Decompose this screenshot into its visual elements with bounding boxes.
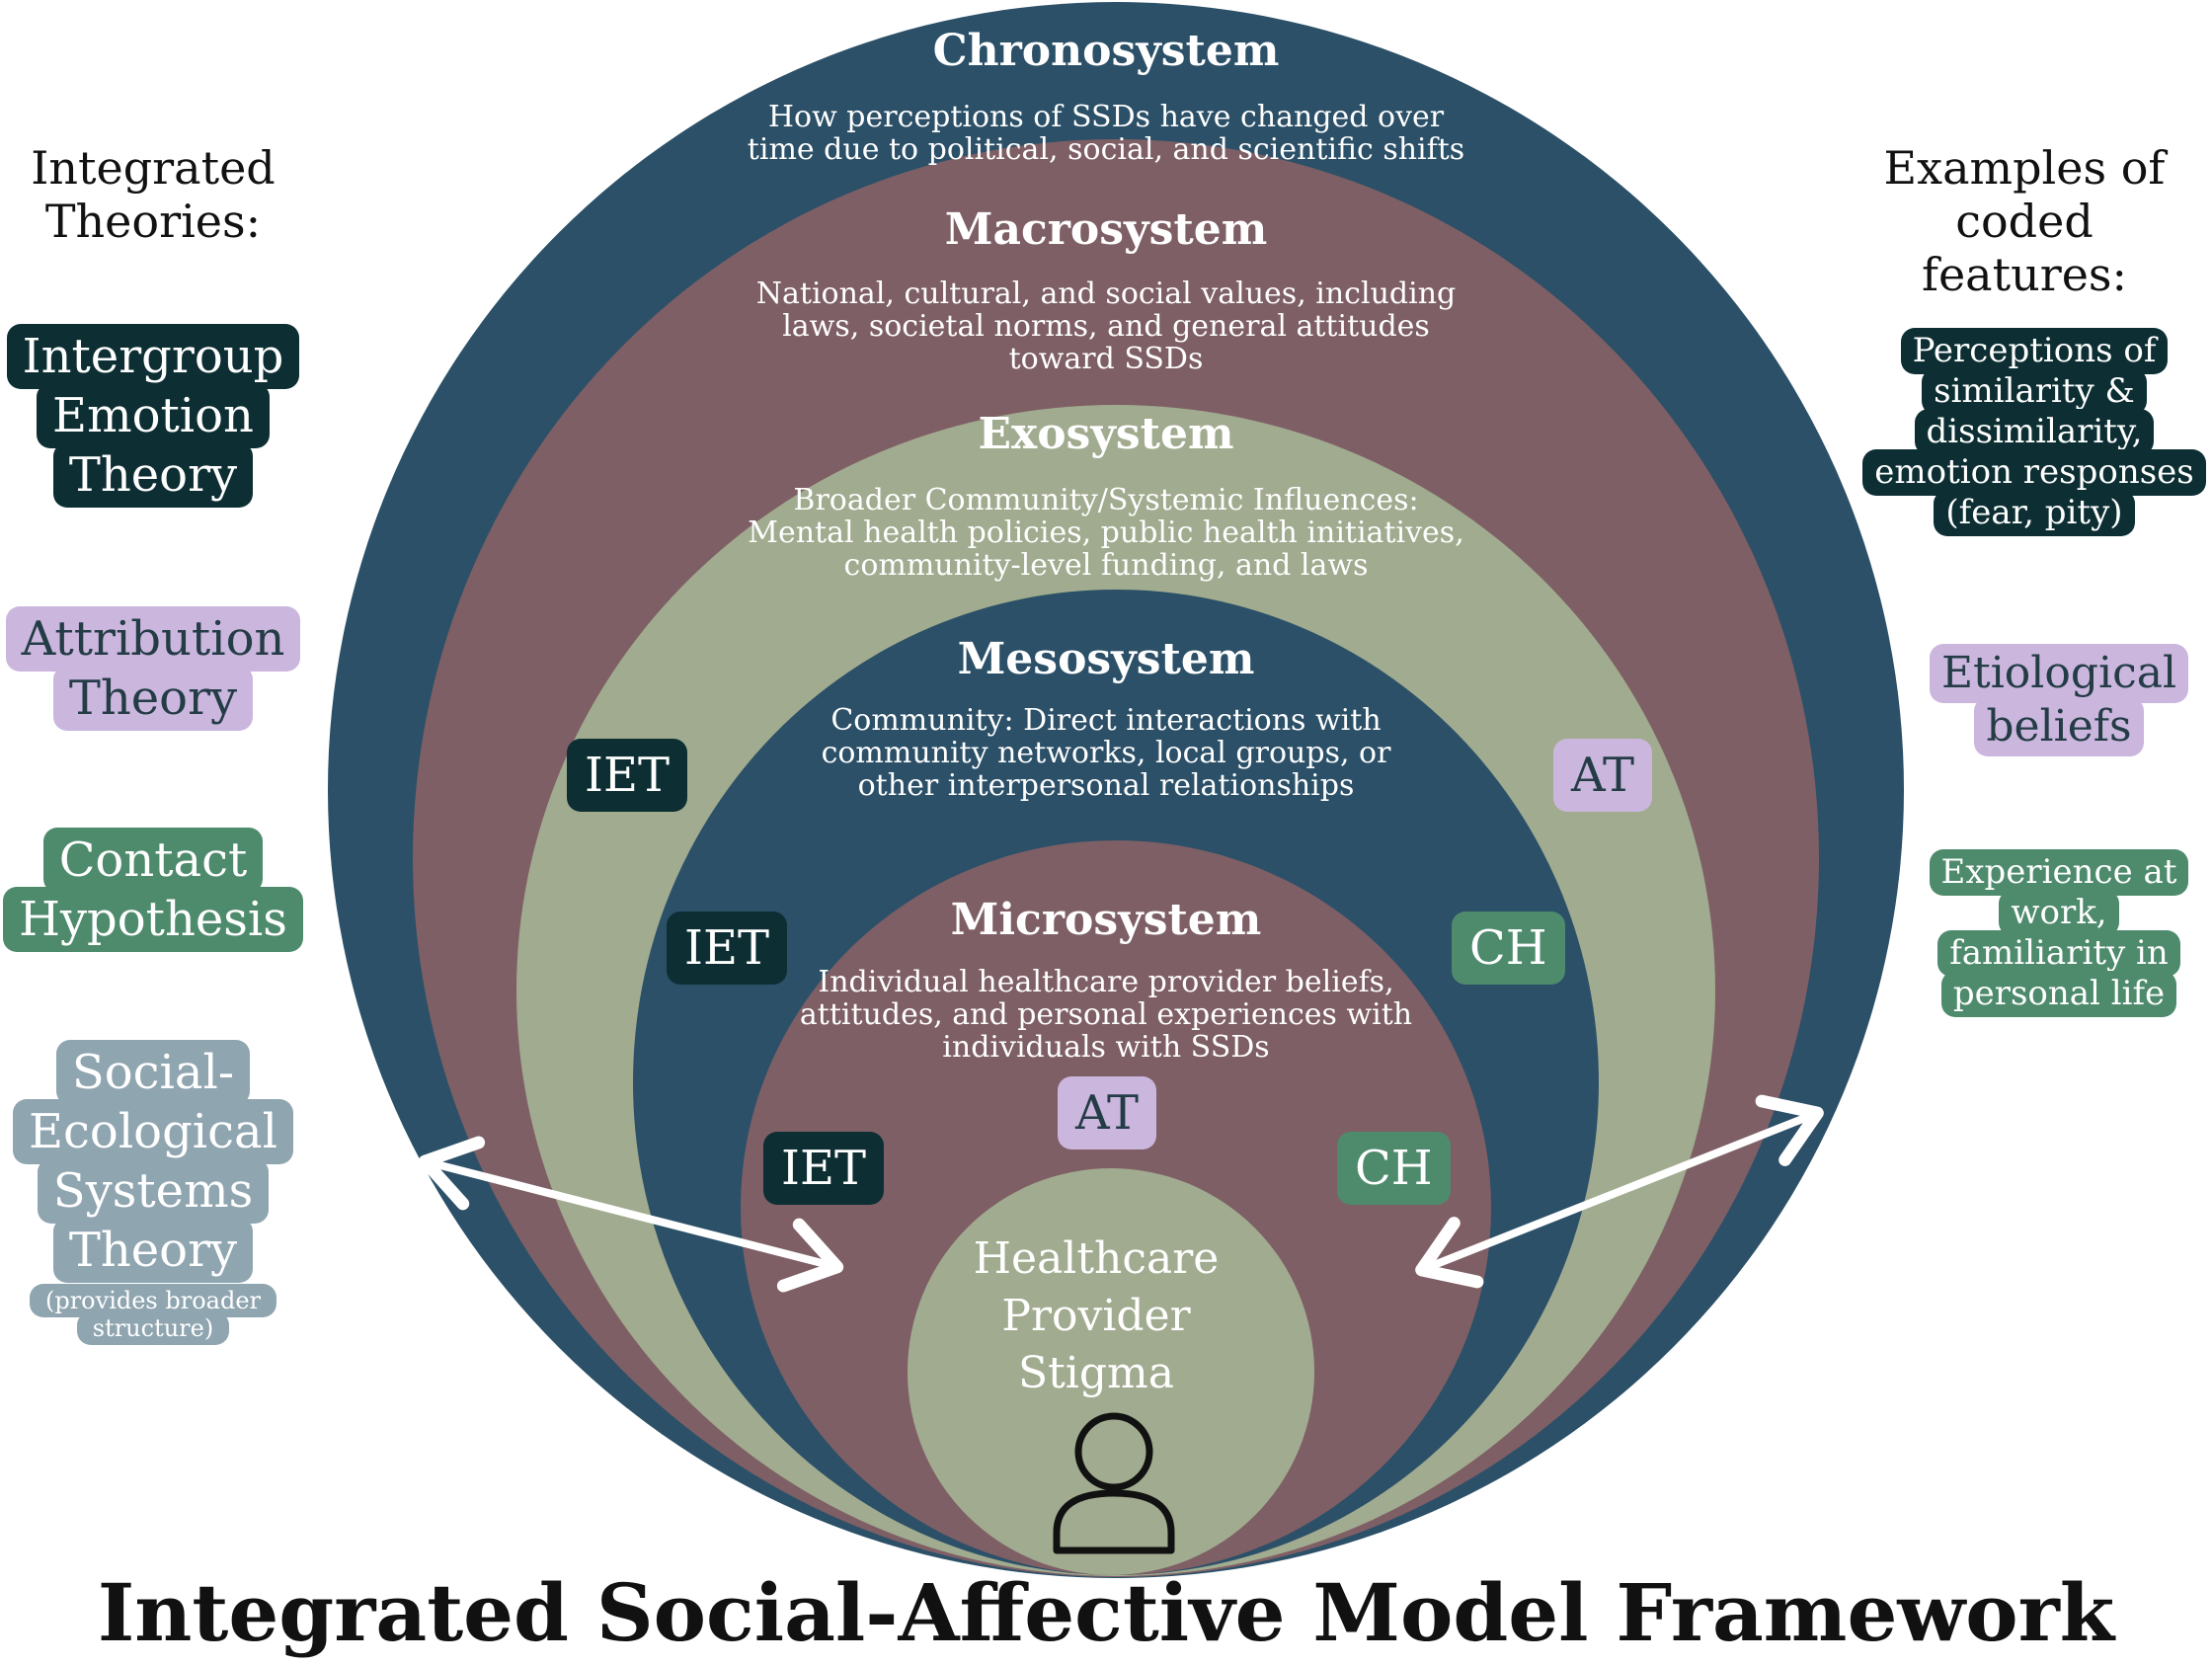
- chronosystem-title: Chronosystem: [932, 26, 1280, 76]
- similarity-emotion-feature-tag: Perceptions of similarity & dissimilarit…: [1856, 328, 2212, 536]
- etiological-beliefs-feature-tag: Etiological beliefs: [1881, 644, 2212, 756]
- mesosystem-description: Community: Direct interactions with comm…: [821, 703, 1391, 803]
- microsystem-title: Microsystem: [950, 895, 1262, 945]
- experience-familiarity-feature-tag: Experience at work, familiarity in perso…: [1881, 849, 2212, 1017]
- macrosystem-description: National, cultural, and social values, i…: [755, 277, 1457, 376]
- chronosystem-description: How perceptions of SSDs have changed ove…: [747, 100, 1465, 167]
- intergroup-emotion-theory-tag: Intergroup Emotion Theory: [0, 324, 306, 508]
- iet-badge-exosystem: IET: [567, 739, 688, 812]
- at-badge-microsystem: AT: [1058, 1076, 1157, 1150]
- mesosystem-title: Mesosystem: [957, 634, 1255, 684]
- iet-badge-mesosystem: IET: [667, 912, 788, 985]
- left-panel-heading: Integrated Theories:: [31, 141, 276, 248]
- ch-badge-microsystem: CH: [1337, 1132, 1451, 1205]
- microsystem-description: Individual healthcare provider beliefs, …: [799, 965, 1413, 1065]
- exosystem-description: Broader Community/Systemic Influences: M…: [748, 483, 1464, 583]
- person-icon: [1053, 1412, 1175, 1554]
- at-badge-exosystem: AT: [1553, 739, 1653, 812]
- main-title: Integrated Social-Affective Model Framew…: [97, 1566, 2115, 1659]
- right-panel-heading: Examples of coded features:: [1883, 141, 2166, 301]
- left-double-arrow: [418, 1136, 844, 1293]
- attribution-theory-tag: Attribution Theory: [0, 606, 306, 731]
- contact-hypothesis-tag: Contact Hypothesis: [0, 828, 306, 952]
- exosystem-title: Exosystem: [978, 409, 1234, 459]
- ch-badge-mesosystem: CH: [1452, 912, 1565, 985]
- social-ecological-systems-theory-tag: Social- Ecological Systems Theory: [0, 1040, 306, 1283]
- macrosystem-title: Macrosystem: [944, 204, 1268, 255]
- center-circle: [908, 1168, 1314, 1575]
- right-double-arrow: [1415, 1094, 1824, 1289]
- center-label: Healthcare Provider Stigma: [973, 1233, 1220, 1398]
- iet-badge-microsystem: IET: [763, 1132, 885, 1205]
- social-ecological-note: (provides broader structure): [0, 1284, 306, 1345]
